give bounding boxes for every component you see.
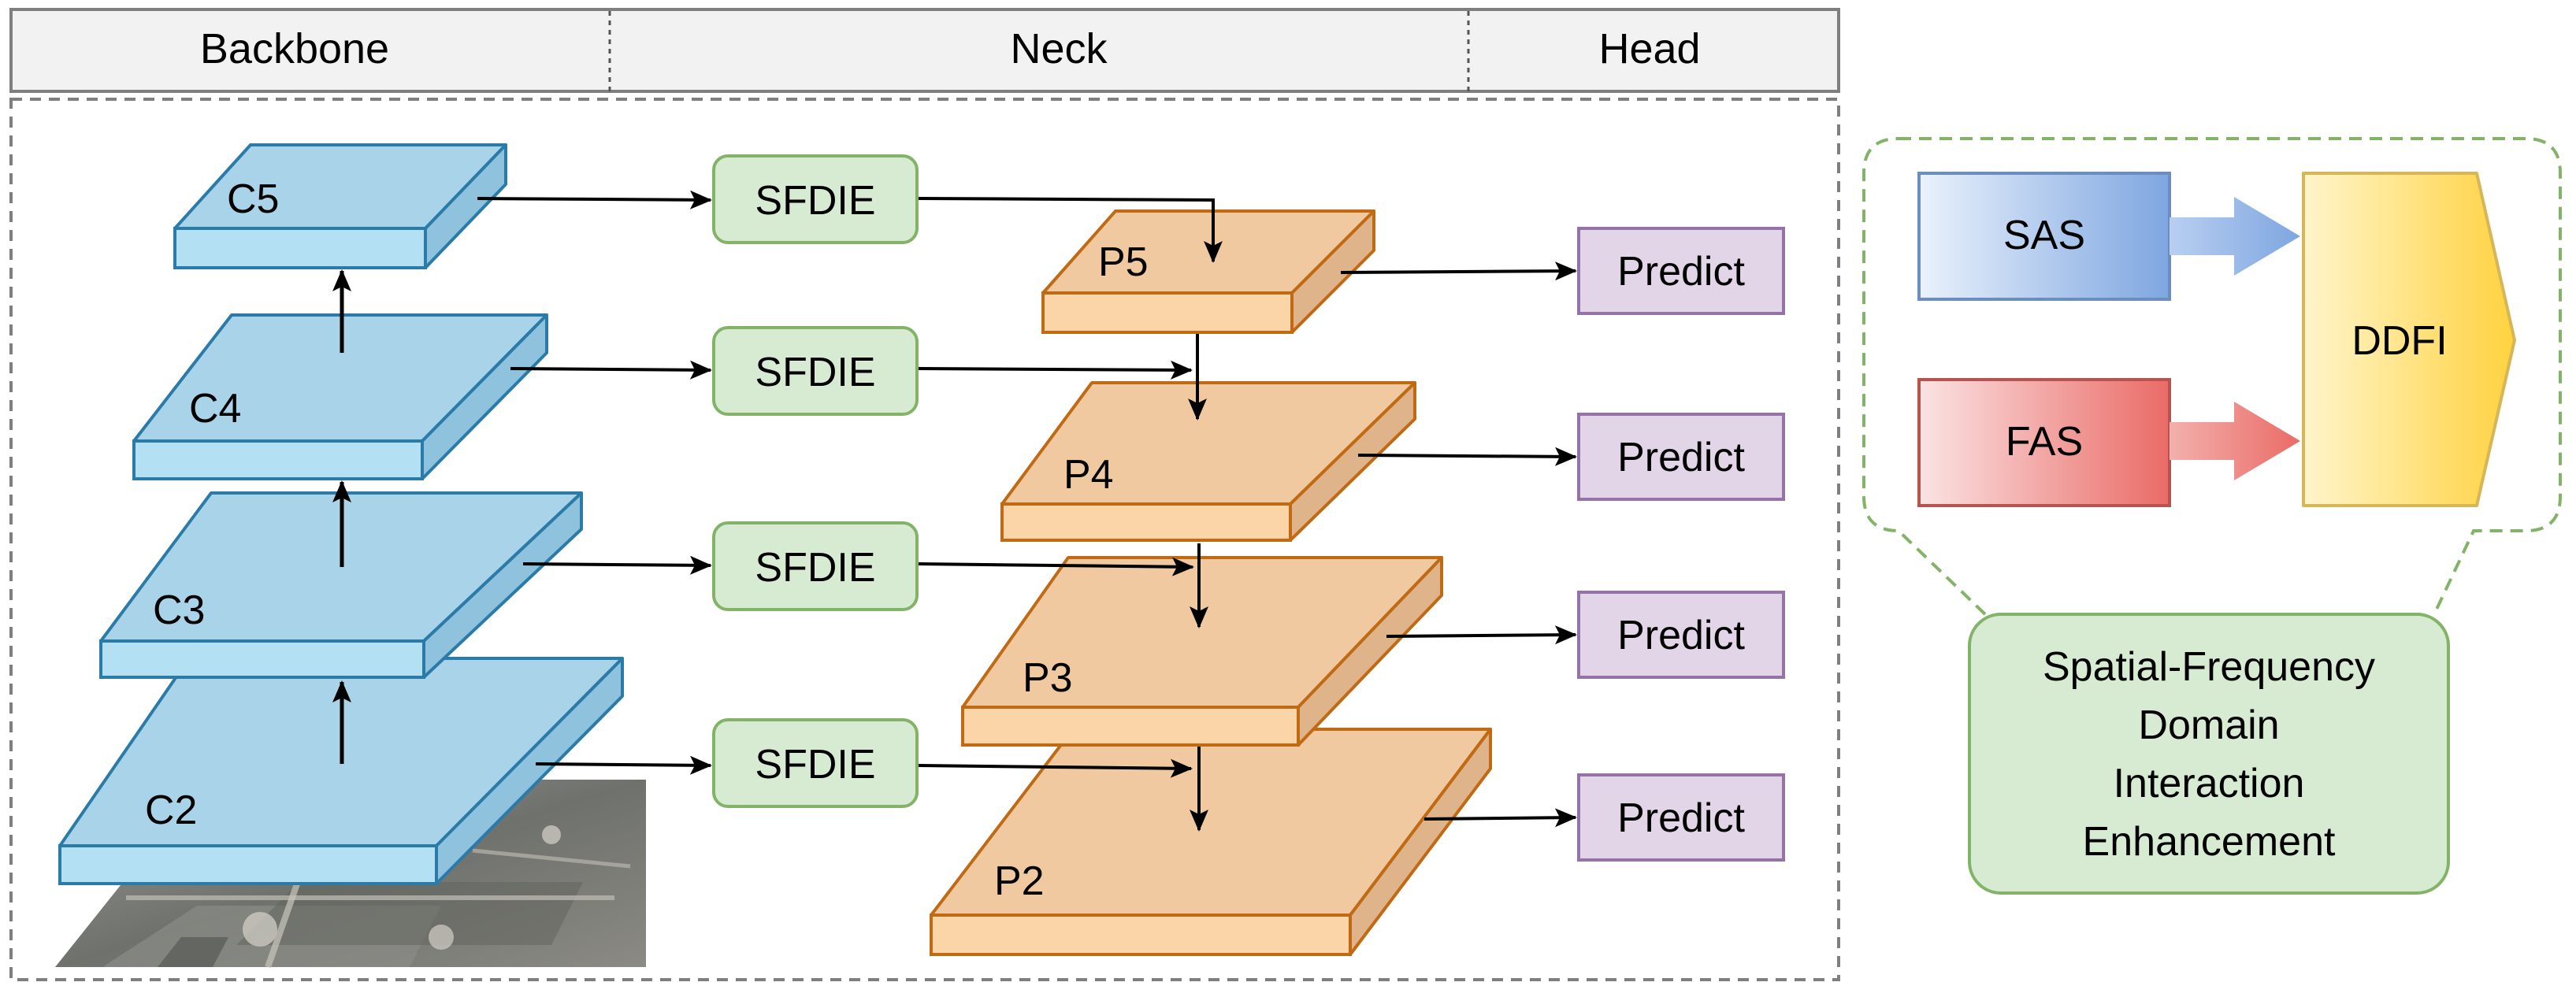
header-head-label: Head [1598,25,1700,72]
sas-box: SAS [1917,172,2171,301]
svg-text:DDFI: DDFI [2351,318,2447,364]
predict-box-2: Predict [1577,413,1785,501]
svg-text:SFDIE: SFDIE [755,742,875,788]
svg-text:Predict: Predict [1617,249,1745,295]
arrow-c3-to-sfdie [522,555,712,575]
backbone-layer-c3: C3 [99,491,583,679]
svg-text:SFDIE: SFDIE [755,545,875,591]
backbone-layer-label: C4 [189,386,241,432]
neck-layer-p4: P4 [1000,381,1416,542]
sfdie-caption-box: Spatial-Frequency Domain Interaction Enh… [1968,613,2450,895]
header-neck-label: Neck [1010,25,1108,72]
arrow-sfdie-to-p5 [918,197,1223,263]
backbone-layer-c4: C4 [132,313,548,480]
neck-layer-label: P4 [1063,452,1114,498]
svg-text:SAS: SAS [2003,213,2085,258]
predict-box-4: Predict [1577,773,1785,862]
neck-layer-p3: P3 [961,556,1443,747]
neck-layer-p2: P2 [930,728,1492,956]
sas-to-ddfi-arrow [2170,197,2300,276]
arrow-c5-to-sfdie [477,190,712,209]
backbone-layer-label: C3 [153,587,205,633]
svg-text:Predict: Predict [1617,435,1745,480]
caption-line: Spatial-Frequency [2043,644,2375,690]
arrow-sfdie-to-p2 [918,758,1193,778]
main-panel-border [9,98,1840,981]
backbone-layer-label: C2 [145,788,197,833]
arrow-c2-to-sfdie [535,755,712,775]
sfdie-box-2: SFDIE [712,326,919,416]
backbone-layer-label: C5 [227,176,279,222]
svg-text:Predict: Predict [1617,613,1745,658]
header-bar [9,8,1840,93]
predict-box-1: Predict [1577,227,1785,315]
sfdie-box-1: SFDIE [712,154,919,244]
arrow-p4-to-predict [1357,447,1577,466]
neck-layer-label: P3 [1023,655,1073,701]
neck-layer-label: P2 [994,858,1045,904]
arrow-p3-to-predict [1386,625,1577,645]
sfdie-box-3: SFDIE [712,521,919,611]
arrow-c4-to-sfdie [510,360,712,380]
svg-text:FAS: FAS [2006,419,2083,465]
header-backbone-label: Backbone [200,25,389,72]
caption-line: Domain [2138,702,2279,748]
svg-text:SFDIE: SFDIE [755,350,875,395]
caption-line: Enhancement [2083,819,2336,865]
fas-to-ddfi-arrow [2170,402,2300,480]
arrow-p2-to-predict [1423,808,1577,828]
neck-layer-label: P5 [1098,239,1149,285]
backbone-layer-c5: C5 [173,143,507,269]
sfdie-detail-border [1862,137,2562,616]
fas-box: FAS [1917,378,2171,507]
sfdie-box-4: SFDIE [712,718,919,808]
svg-text:Predict: Predict [1617,795,1745,841]
caption-line: Interaction [2114,761,2305,806]
ddfi-block: DDFI [2302,172,2516,507]
backbone-layer-c2: C2 [58,657,624,885]
svg-text:SFDIE: SFDIE [755,178,875,224]
neck-layer-p5: P5 [1041,209,1375,334]
arrow-sfdie-to-p3 [918,557,1194,576]
arrow-sfdie-to-p4 [918,360,1193,380]
arrow-p5-to-predict [1340,261,1577,281]
predict-box-3: Predict [1577,591,1785,679]
